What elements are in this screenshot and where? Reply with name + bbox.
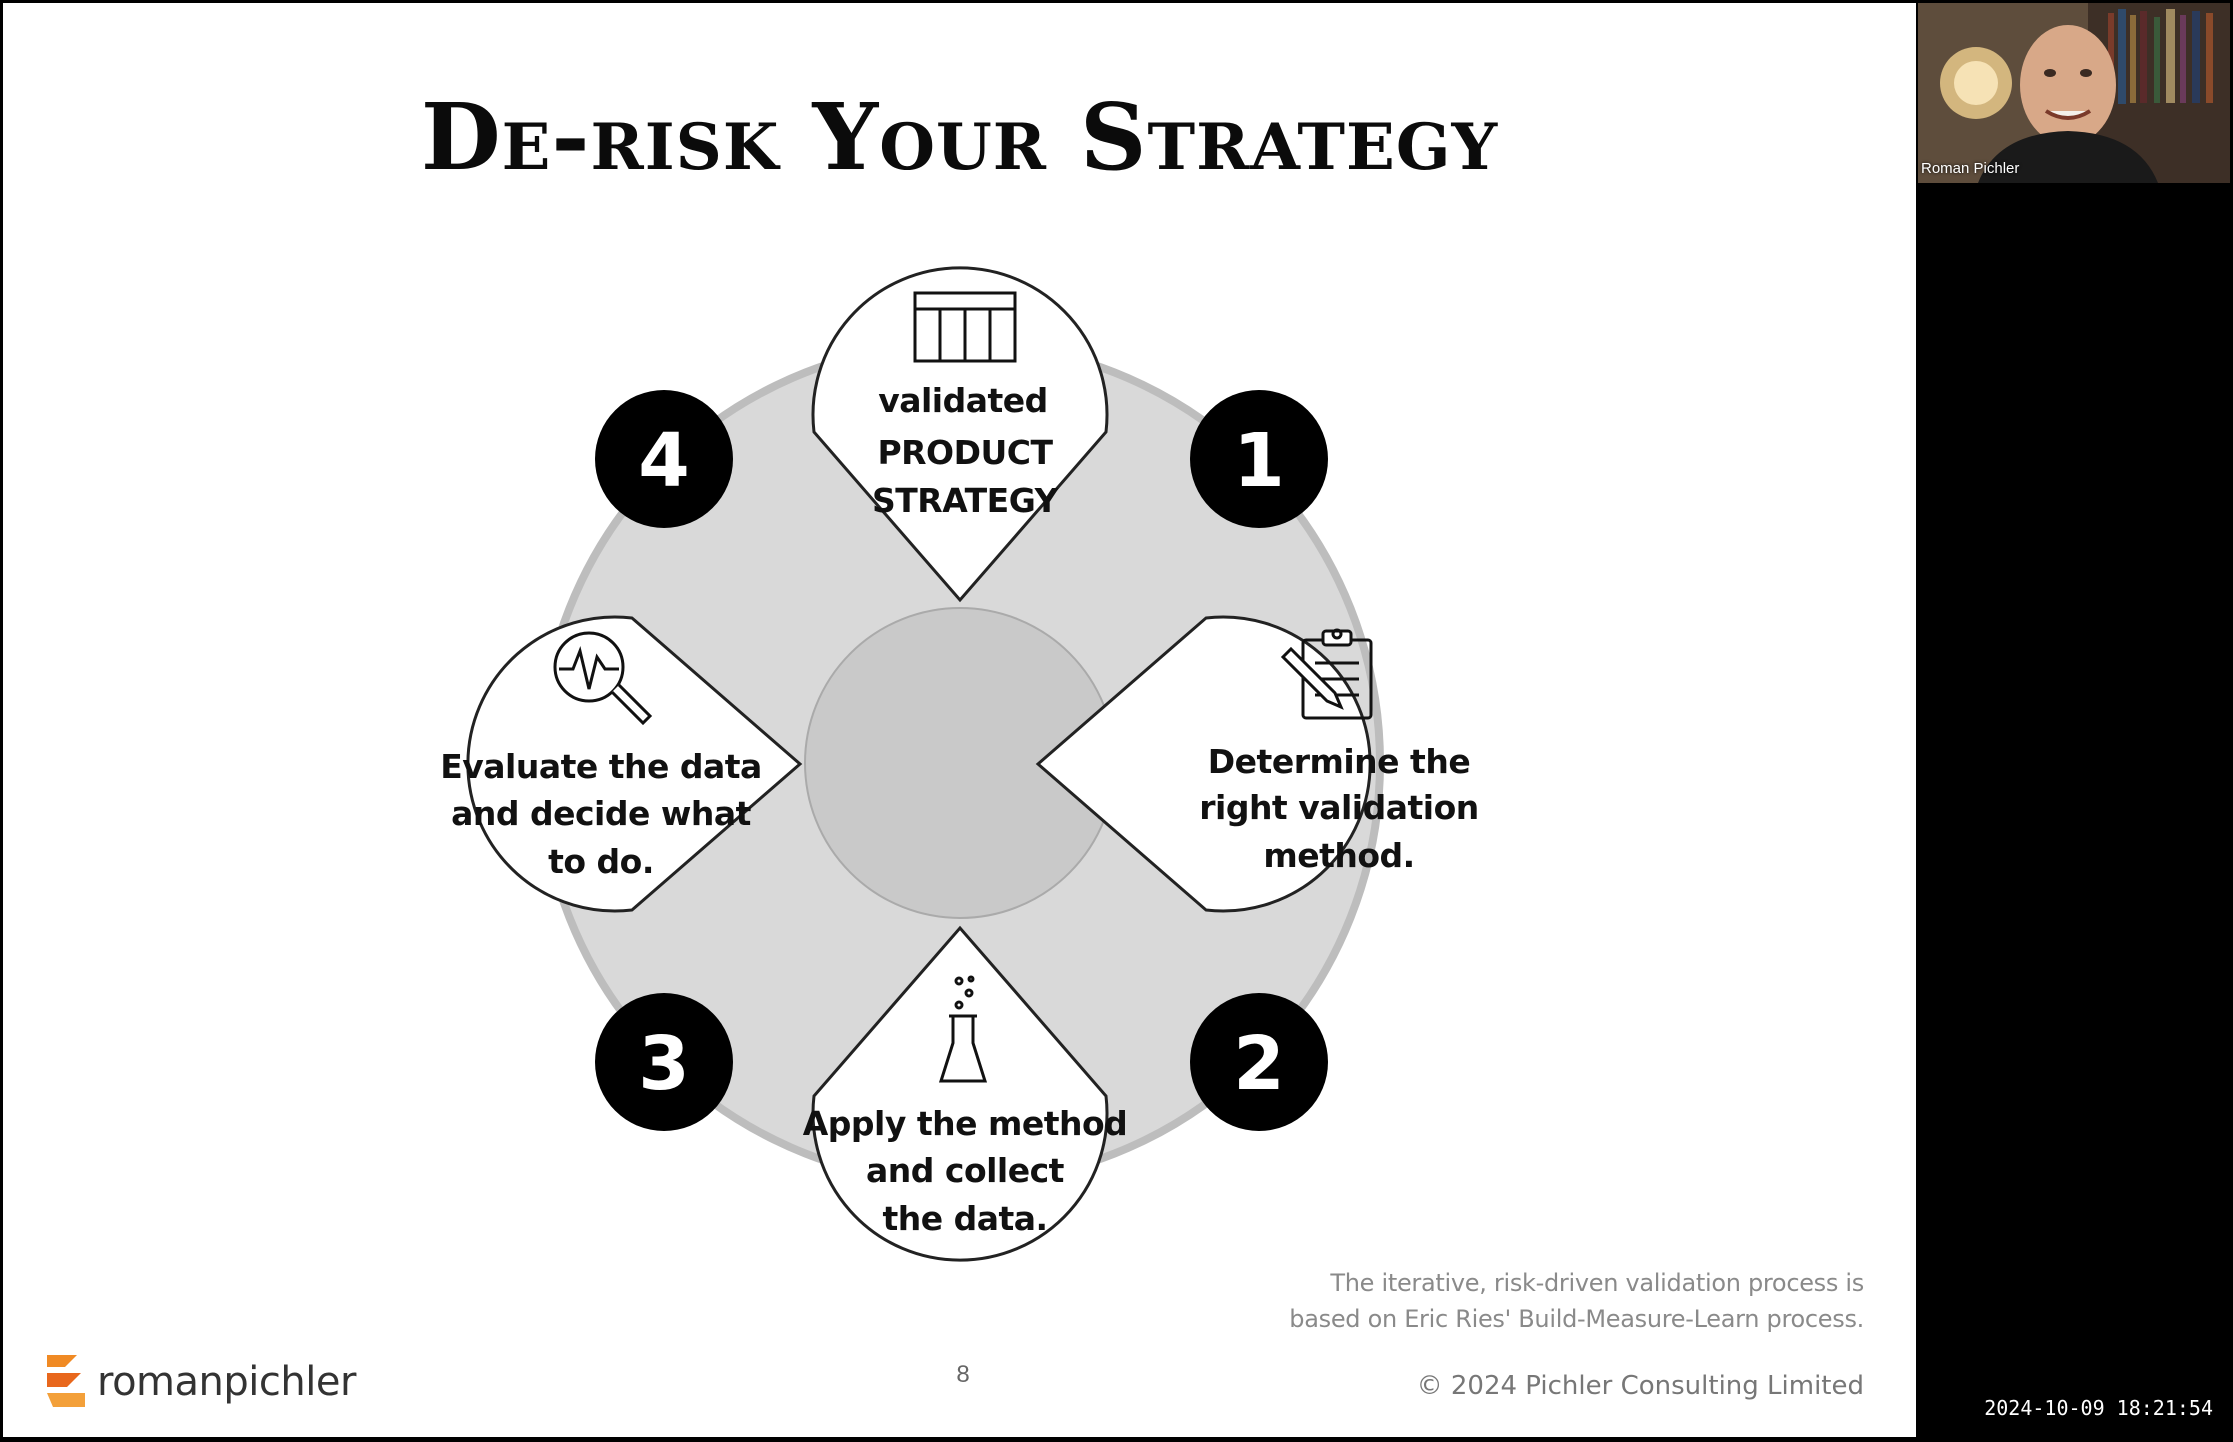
attribution-line-2: based on Eric Ries' Build-Measure-Learn … <box>1289 1305 1864 1333</box>
clipboard-pencil-icon <box>1280 628 1373 720</box>
recording-timestamp: 2024-10-09 18:21:54 <box>1984 1396 2213 1420</box>
step-4-line-3: to do. <box>548 842 654 881</box>
center-node-line-2: PRODUCT <box>877 433 1053 472</box>
product-canvas-icon <box>913 291 1017 363</box>
logo-mark-icon <box>47 1355 85 1407</box>
node-validated-strategy <box>811 266 1109 603</box>
step-4-line-1: Evaluate the data <box>440 747 762 786</box>
step-badge-1: 1 <box>1190 390 1328 528</box>
step-badge-4: 4 <box>595 390 733 528</box>
step-badge-2: 2 <box>1190 993 1328 1131</box>
flask-icon <box>938 975 988 1083</box>
participant-name: Roman Pichler <box>1921 160 2020 177</box>
step-4-line-2: and decide what <box>451 794 751 833</box>
step-badge-3: 3 <box>595 993 733 1131</box>
participant-video-feed <box>1918 3 2230 183</box>
node-step-2 <box>811 925 1109 1262</box>
center-node-line-1: validated <box>878 381 1048 420</box>
svg-text:3: 3 <box>638 1021 690 1107</box>
step-2-line-2: and collect <box>866 1151 1065 1190</box>
step-2-line-3: the data. <box>882 1199 1047 1238</box>
slide-title: De-risk Your Strategy <box>420 83 1499 191</box>
step-1-line-3: method. <box>1263 836 1414 875</box>
page-number: 8 <box>956 1361 970 1388</box>
step-1-line-2: right validation <box>1199 788 1479 827</box>
step-2-line-1: Apply the method <box>803 1104 1128 1143</box>
magnifier-heartbeat-icon <box>553 631 653 726</box>
attribution-note: The iterative, risk-driven validation pr… <box>1289 1265 1864 1337</box>
presentation-slide: De-risk Your Strategy 4 1 3 2 <box>3 3 1916 1437</box>
brand-logo: romanpichler <box>43 1351 356 1413</box>
node-step-1 <box>1035 615 1372 913</box>
svg-text:4: 4 <box>638 418 690 504</box>
attribution-line-1: The iterative, risk-driven validation pr… <box>1330 1269 1864 1297</box>
webcam-video-tile[interactable]: Roman Pichler <box>1918 3 2230 183</box>
step-1-line-1: Determine the <box>1208 742 1470 781</box>
svg-text:2: 2 <box>1233 1021 1285 1107</box>
copyright-notice: © 2024 Pichler Consulting Limited <box>1416 1371 1864 1401</box>
svg-text:1: 1 <box>1233 418 1285 504</box>
center-node-line-3: STRATEGY <box>872 481 1060 520</box>
node-step-4 <box>466 615 803 913</box>
logo-text: romanpichler <box>97 1359 356 1405</box>
validation-cycle-diagram: 4 1 3 2 validated PRODUCT STRATEGY <box>440 266 1479 1262</box>
